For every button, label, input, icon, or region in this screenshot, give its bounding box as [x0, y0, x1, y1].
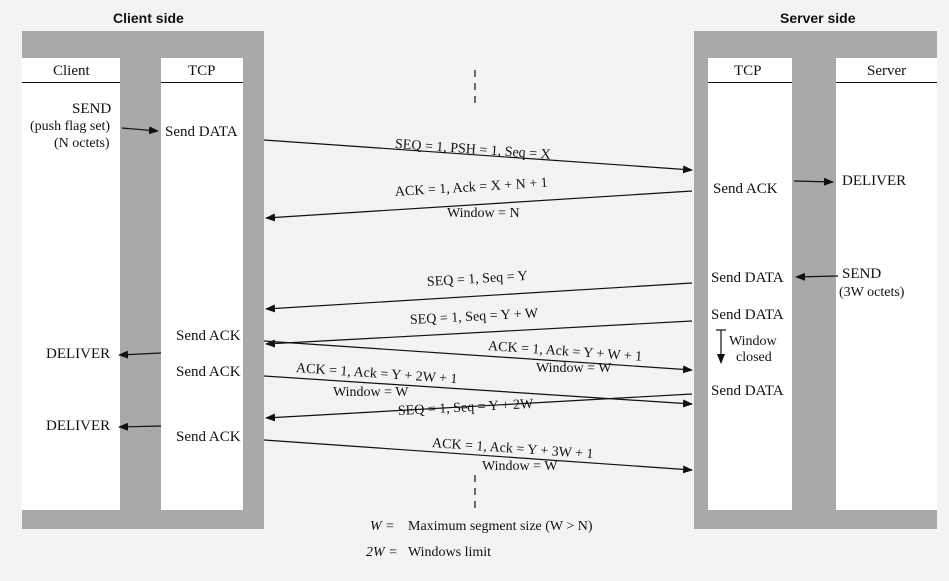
msg-label-5b: Window = W: [536, 361, 612, 376]
server-send-arrow: [795, 272, 839, 281]
client-deliver-arrow-1: [118, 350, 162, 359]
msg-arrow-2: [265, 190, 693, 222]
client-n-octets-label: (N octets): [54, 136, 110, 151]
msg-label-8b: Window = W: [482, 459, 558, 474]
window-closed-label-2: closed: [736, 350, 772, 365]
msg-arrow-1: [263, 139, 693, 174]
client-tcp-send-ack-label-1: Send ACK: [176, 328, 241, 344]
server-tcp-send-data-label-1: Send DATA: [711, 270, 784, 286]
msg-arrow-6: [263, 375, 693, 408]
client-tcp-column-head: TCP: [188, 63, 216, 79]
legend-w-definition: Maximum segment size (W > N): [408, 519, 593, 534]
server-tcp-column: [708, 58, 792, 510]
server-w-octets-label: (3W octets): [839, 285, 905, 300]
client-head-rule: [22, 82, 120, 83]
client-send-label: SEND: [72, 101, 112, 117]
server-deliver-label: DELIVER: [842, 173, 907, 189]
server-tcp-send-data-label-3: Send DATA: [711, 383, 784, 399]
client-tcp-send-ack-label-2: Send ACK: [176, 364, 241, 380]
server-tcp-send-ack-label: Send ACK: [713, 181, 778, 197]
server-send-label: SEND: [842, 266, 882, 282]
server-deliver-arrow: [793, 177, 834, 186]
server-side-title: Server side: [780, 10, 856, 26]
server-column: [836, 58, 937, 510]
msg-label-2b: Window = N: [447, 206, 520, 221]
client-deliver-label-1: DELIVER: [46, 346, 111, 362]
server-tcp-send-data-label-2: Send DATA: [711, 307, 784, 323]
msg-arrow-4: [265, 320, 693, 348]
msg-arrow-7: [265, 393, 693, 422]
client-push-flag-label: (push flag set): [30, 119, 111, 134]
msg-arrow-8: [263, 439, 693, 474]
server-column-head: Server: [867, 63, 907, 79]
client-tcp-head-rule: [161, 82, 243, 83]
legend-2w-symbol: 2W =: [366, 545, 398, 560]
msg-label-6b: Window = W: [333, 385, 409, 400]
client-tcp-column: [161, 58, 243, 510]
server-head-rule: [836, 82, 937, 83]
client-column-head: Client: [53, 63, 90, 79]
client-tcp-send-data-label: Send DATA: [165, 124, 238, 140]
msg-arrow-3: [265, 282, 693, 313]
legend-w-symbol: W =: [370, 519, 395, 534]
server-tcp-head-rule: [708, 82, 792, 83]
msg-arrow-5: [263, 340, 693, 374]
client-column: [22, 58, 120, 510]
client-deliver-label-2: DELIVER: [46, 418, 111, 434]
client-tcp-send-ack-label-3: Send ACK: [176, 429, 241, 445]
window-closed-label-1: Window: [729, 334, 777, 349]
client-side-title: Client side: [113, 10, 184, 26]
client-send-arrow: [121, 126, 159, 135]
client-deliver-arrow-2: [118, 422, 162, 431]
legend-2w-definition: Windows limit: [408, 545, 492, 560]
server-tcp-column-head: TCP: [734, 63, 762, 79]
